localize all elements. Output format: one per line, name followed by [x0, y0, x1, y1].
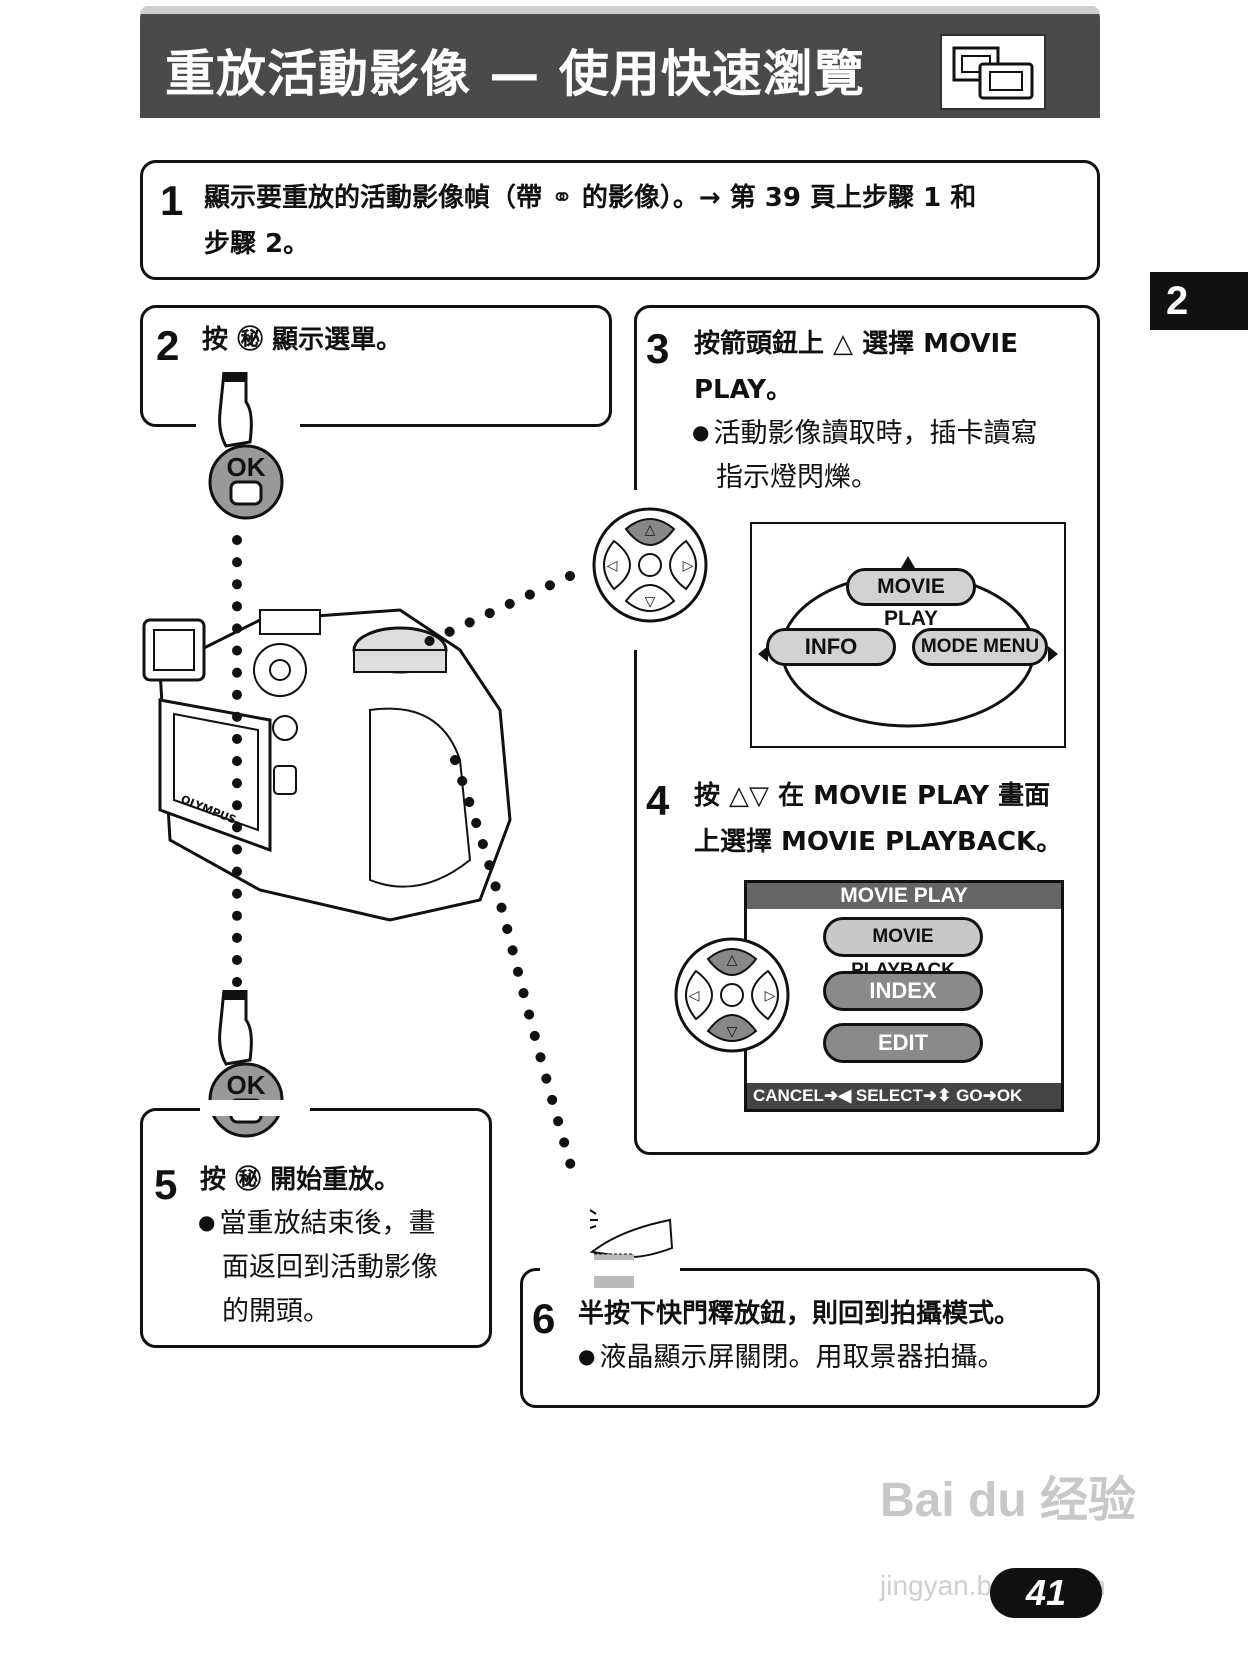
chapter-tab: 2	[1150, 272, 1248, 330]
camera-illustration: OLYMPUS	[140, 590, 520, 954]
svg-text:▽: ▽	[645, 594, 656, 610]
step-2-number: 2	[156, 322, 180, 369]
step-1-number: 1	[160, 177, 184, 224]
step-5-post: 開始重放。	[261, 1165, 401, 1195]
movie-play-option[interactable]: MOVIE PLAY	[846, 568, 976, 630]
menu-screen-1: MOVIE PLAY INFO MODE MENU	[750, 522, 1066, 748]
svg-text:OK: OK	[227, 1070, 266, 1100]
step-3-line1: 按箭頭鈕上 △ 選擇 MOVIE	[694, 329, 1018, 359]
step-6-line1: 半按下快門釋放鈕，則回到拍攝模式。	[578, 1299, 1021, 1329]
svg-text:▷: ▷	[683, 558, 694, 574]
step-1-line1a: 顯示要重放的活動影像幀（帶	[204, 183, 552, 213]
step-3-bullet: 活動影像讀取時，插卡讀寫	[692, 412, 1037, 457]
step-5-bullet-cont: 面返回到活動影像	[222, 1252, 438, 1283]
page-number: 41	[990, 1568, 1102, 1618]
ok-menu-button-icon: ㊙	[237, 325, 264, 355]
svg-text:◁: ◁	[689, 988, 700, 1004]
mode-menu-option[interactable]: MODE MENU	[912, 628, 1048, 666]
step-6-bullet: 液晶顯示屏關閉。用取景器拍攝。	[578, 1336, 1004, 1381]
index-option[interactable]: INDEX	[823, 971, 983, 1011]
step-5-bullet: 當重放結束後，畫	[198, 1202, 435, 1247]
svg-text:▽: ▽	[727, 1024, 738, 1040]
step-3-bullet-cont: 指示燈閃爍。	[716, 462, 878, 493]
arrow-pad-icon[interactable]: △ ▽ ◁ ▷	[590, 505, 710, 629]
svg-text:△: △	[727, 952, 738, 968]
step-4-line2: 上選擇 MOVIE PLAYBACK。	[694, 827, 1063, 857]
step-4-line1: 按 △▽ 在 MOVIE PLAY 畫面	[694, 781, 1051, 811]
screen-footer: CANCEL➜◀ SELECT➜⬍ GO➜OK	[747, 1083, 1061, 1109]
ok-menu-button-icon: ㊙	[235, 1165, 262, 1195]
step-6-number: 6	[532, 1295, 556, 1342]
step-2-text: 按 ㊙ 顯示選單。	[202, 318, 402, 362]
step-5-text: 按 ㊙ 開始重放。	[200, 1158, 400, 1202]
box-gap	[540, 1260, 680, 1276]
step-1-text: 顯示要重放的活動影像幀（帶 ⚭ 的影像）。→ 第 39 頁上步驟 1 和	[204, 176, 976, 220]
svg-text:△: △	[645, 522, 656, 538]
step-3-number: 3	[646, 325, 670, 372]
info-option[interactable]: INFO	[766, 628, 896, 666]
page-title: 重放活動影像 — 使用快速瀏覽	[165, 45, 865, 103]
quick-view-icon	[940, 34, 1046, 110]
step-3-line2: PLAY。	[694, 375, 793, 405]
step-5-box	[140, 1108, 492, 1348]
step-3-4-box	[634, 305, 1100, 1155]
step-2-post: 顯示選單。	[263, 325, 403, 355]
box-gap	[200, 1100, 310, 1116]
svg-text:◁: ◁	[607, 558, 618, 574]
edit-option[interactable]: EDIT	[823, 1023, 983, 1063]
movie-playback-option[interactable]: MOVIE PLAYBACK	[823, 917, 983, 981]
step-5-pre: 按	[200, 1165, 236, 1195]
svg-text:OK: OK	[227, 452, 266, 482]
step-1-line1b: 的影像）。→ 第 39 頁上步驟 1 和	[572, 183, 977, 213]
step-5-bullet-cont: 的開頭。	[222, 1296, 330, 1327]
step-5-number: 5	[154, 1161, 178, 1208]
movie-icon: ⚭	[551, 183, 573, 213]
watermark-logo: Bai du 经验	[880, 1474, 1137, 1527]
movie-play-screen: MOVIE PLAY MOVIE PLAYBACK INDEX EDIT CAN…	[744, 880, 1064, 1112]
step-6-box	[520, 1268, 1100, 1408]
movie-play-screen-title: MOVIE PLAY	[747, 883, 1061, 909]
ok-button-icon[interactable]: OK	[206, 370, 288, 526]
step-2-pre: 按	[202, 325, 238, 355]
step-1-line2: 步驟 2。	[204, 229, 310, 259]
step-1-box	[140, 160, 1100, 280]
step-2-box	[140, 305, 612, 427]
arrow-pad-icon[interactable]: △ ▽ ◁ ▷	[672, 935, 792, 1059]
step-4-number: 4	[646, 777, 670, 824]
svg-text:▷: ▷	[765, 988, 776, 1004]
